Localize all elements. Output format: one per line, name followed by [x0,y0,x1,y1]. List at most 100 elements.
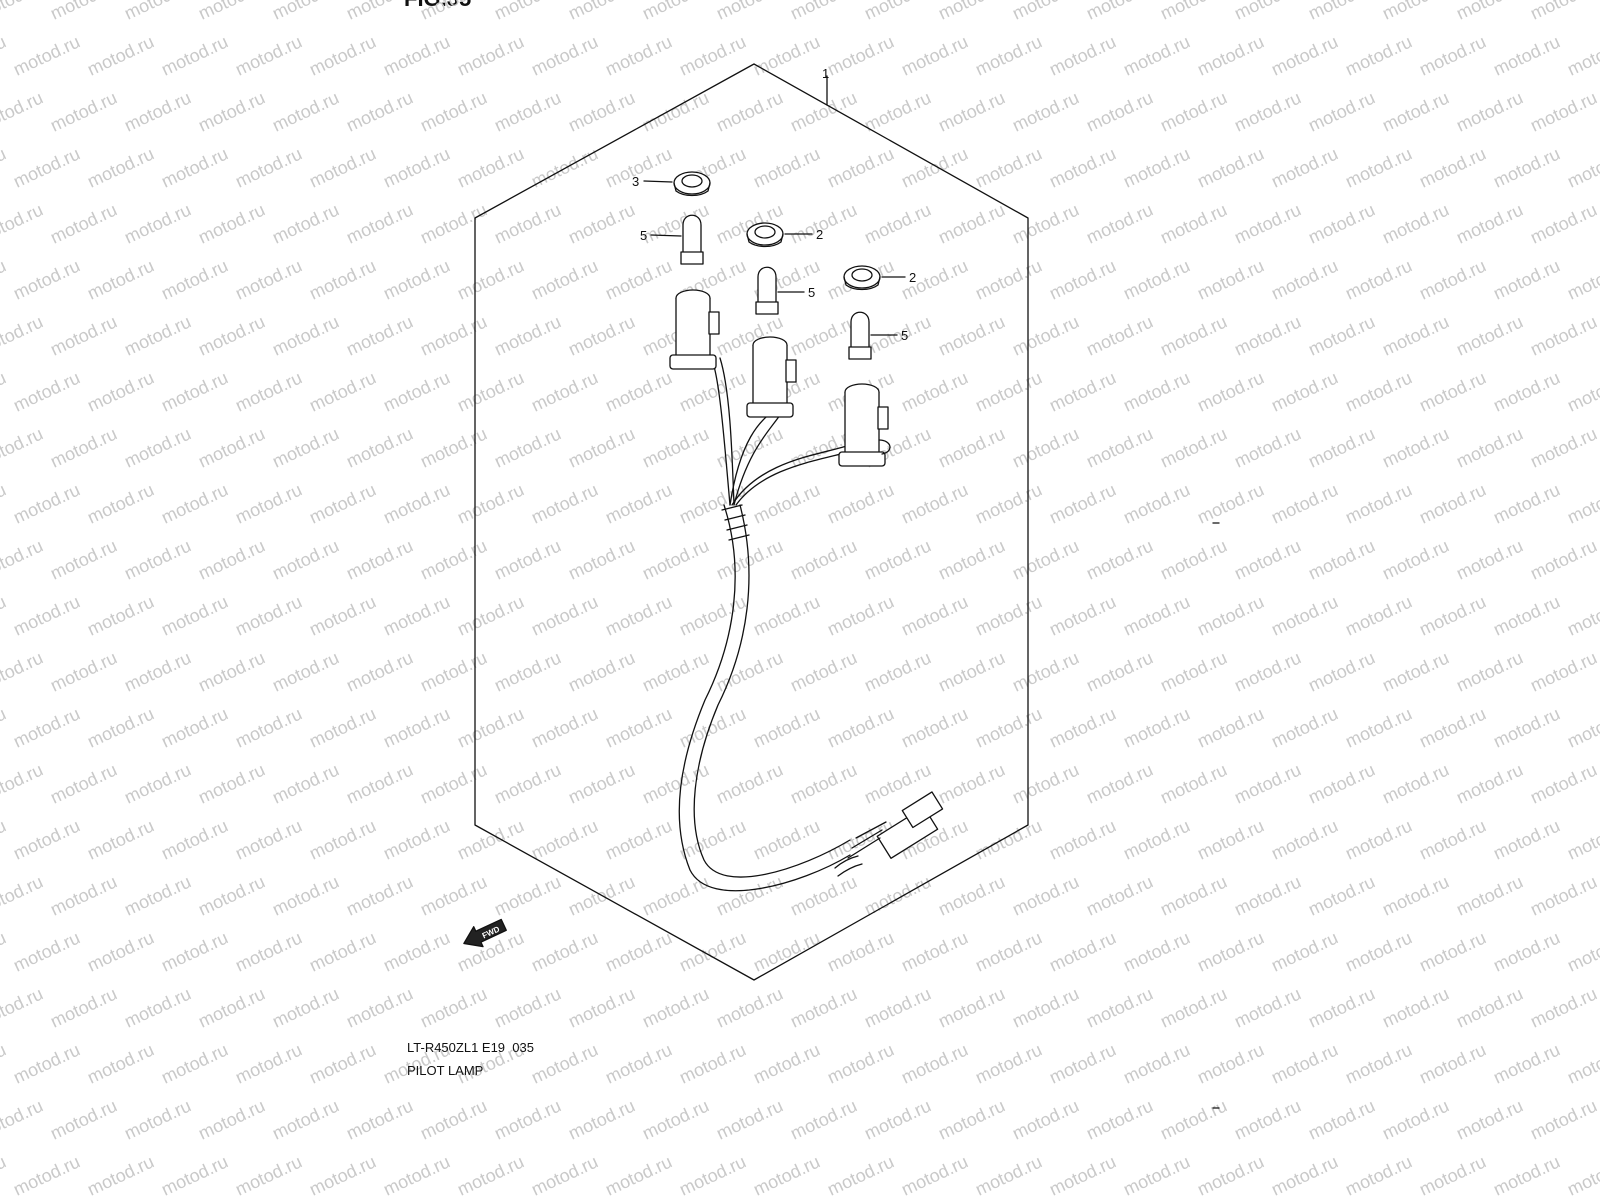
lamp-socket-a [669,289,720,370]
watermark-text: motod.ru [380,1151,453,1199]
watermark-text: motod.ru [1157,87,1230,135]
watermark-text: motod.ru [1083,87,1156,135]
watermark-text: motod.ru [417,311,490,359]
watermark-text: motod.ru [1268,367,1341,415]
watermark-text: motod.ru [269,983,342,1031]
watermark-text: motod.ru [232,367,305,415]
watermark-text: motod.ru [750,591,823,639]
watermark-text: motod.ru [417,0,490,24]
watermark-text: motod.ru [1416,1039,1489,1087]
watermark-text: motod.ru [1527,423,1600,471]
watermark-text: motod.ru [0,703,9,751]
watermark-text: motod.ru [158,703,231,751]
watermark-text: motod.ru [1157,199,1230,247]
watermark-text: motod.ru [1490,591,1563,639]
watermark-text: motod.ru [935,983,1008,1031]
lamp-socket-b [746,336,797,418]
watermark-text: motod.ru [898,591,971,639]
watermark-text: motod.ru [0,815,9,863]
watermark-text: motod.ru [0,0,46,24]
watermark-text: motod.ru [565,0,638,24]
watermark-text: motod.ru [195,871,268,919]
watermark-text: motod.ru [232,927,305,975]
watermark-text: motod.ru [0,535,46,583]
watermark-text: motod.ru [713,423,786,471]
watermark-text: motod.ru [491,423,564,471]
watermark-text: motod.ru [1305,759,1378,807]
watermark-text: motod.ru [1194,31,1267,79]
watermark-text: motod.ru [1305,983,1378,1031]
watermark-text: motod.ru [935,871,1008,919]
watermark-text: motod.ru [1342,1151,1415,1199]
watermark-text: motod.ru [1379,423,1452,471]
watermark-text: motod.ru [306,479,379,527]
callout-1: 1 [822,66,829,81]
watermark-text: motod.ru [269,199,342,247]
indicator-cover-n [746,222,784,248]
watermark-text: motod.ru [1564,255,1600,303]
watermark-text: motod.ru [269,311,342,359]
watermark-text: motod.ru [602,815,675,863]
watermark-text: motod.ru [1157,1095,1230,1143]
watermark-text: motod.ru [565,199,638,247]
watermark-text: motod.ru [824,591,897,639]
watermark-text: motod.ru [602,31,675,79]
watermark-text: motod.ru [1564,1039,1600,1087]
watermark-text: motod.ru [1083,423,1156,471]
watermark-text: motod.ru [380,927,453,975]
watermark-text: motod.ru [1490,143,1563,191]
watermark-text: motod.ru [1009,983,1082,1031]
watermark-text: motod.ru [232,703,305,751]
watermark-text: motod.ru [84,1039,157,1087]
watermark-text: motod.ru [1342,927,1415,975]
watermark-text: motod.ru [0,143,9,191]
watermark-text: motod.ru [417,199,490,247]
watermark-text: motod.ru [1564,815,1600,863]
watermark-text: motod.ru [1046,31,1119,79]
watermark-text: motod.ru [1083,647,1156,695]
watermark-text: motod.ru [1453,871,1526,919]
watermark-text: motod.ru [861,1095,934,1143]
watermark-text: motod.ru [232,1039,305,1087]
watermark-text: motod.ru [1009,647,1082,695]
watermark-text: motod.ru [861,983,934,1031]
watermark-text: motod.ru [84,255,157,303]
watermark-text: motod.ru [787,0,860,24]
watermark-text: motod.ru [306,367,379,415]
watermark-text: motod.ru [898,1039,971,1087]
watermark-text: motod.ru [195,1095,268,1143]
watermark-text: motod.ru [380,815,453,863]
watermark-text: motod.ru [1453,311,1526,359]
watermark-text: motod.ru [454,703,527,751]
watermark-text: motod.ru [861,0,934,24]
watermark-text: motod.ru [1527,87,1600,135]
watermark-text: motod.ru [824,479,897,527]
watermark-text: motod.ru [269,87,342,135]
watermark-text: motod.ru [269,1095,342,1143]
watermark-text: motod.ru [1046,479,1119,527]
watermark-text: motod.ru [121,983,194,1031]
watermark-text: motod.ru [1342,591,1415,639]
indicator-cover-4 [673,171,711,197]
watermark-text: motod.ru [565,311,638,359]
watermark-text: motod.ru [1379,311,1452,359]
watermark-text: motod.ru [750,1039,823,1087]
watermark-text: motod.ru [602,927,675,975]
watermark-text: motod.ru [824,1039,897,1087]
watermark-text: motod.ru [1453,759,1526,807]
watermark-text: motod.ru [1046,591,1119,639]
watermark-text: motod.ru [343,759,416,807]
watermark-text: motod.ru [417,983,490,1031]
watermark-text: motod.ru [824,703,897,751]
watermark-text: motod.ru [1416,367,1489,415]
watermark-text: motod.ru [1490,1151,1563,1199]
indicator-cover-3 [843,265,881,291]
watermark-text: motod.ru [158,255,231,303]
watermark-text: motod.ru [935,1095,1008,1143]
watermark-text: motod.ru [343,87,416,135]
watermark-text: motod.ru [972,591,1045,639]
callout-5b: 5 [808,285,815,300]
watermark-text: motod.ru [10,591,83,639]
watermark-text: motod.ru [639,759,712,807]
